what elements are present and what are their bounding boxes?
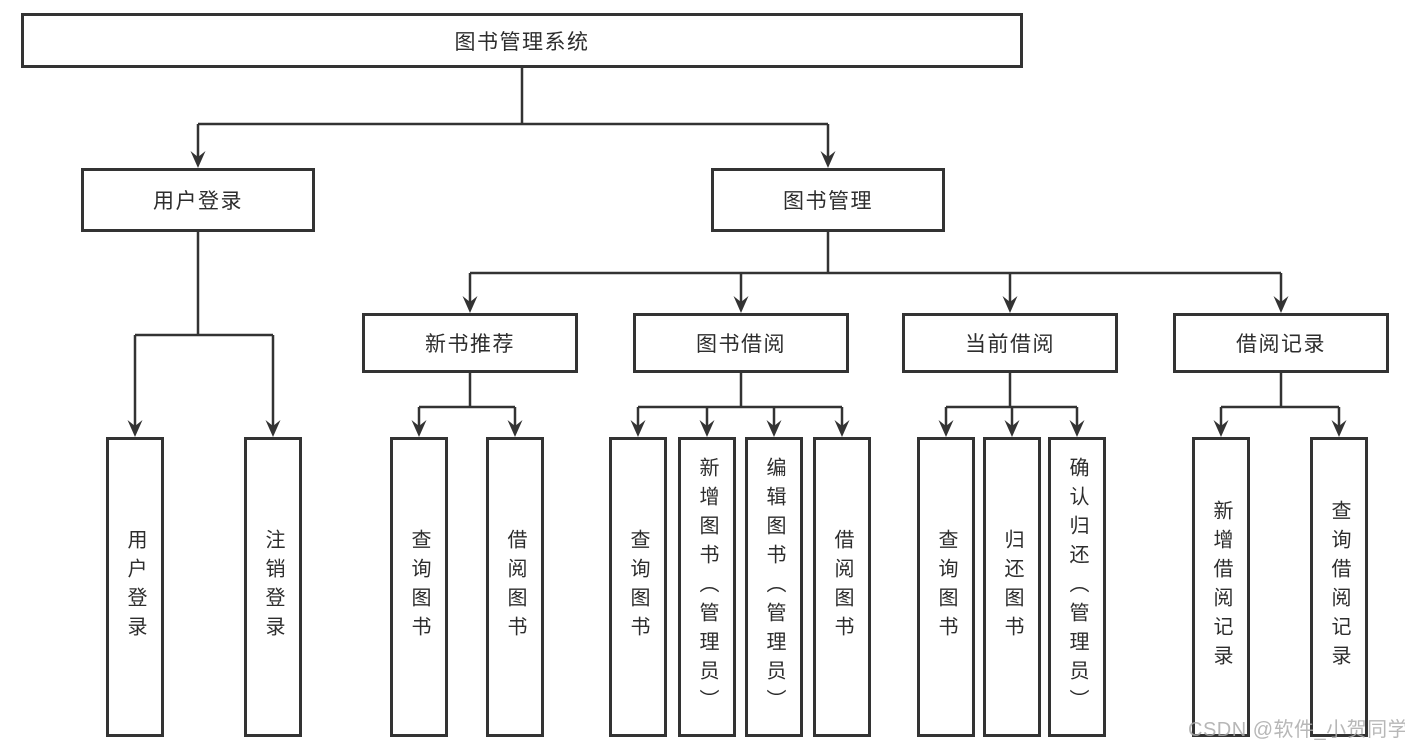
leaf-confirm-return-admin: 确认归还（管理员）	[1048, 437, 1106, 737]
node-label: 用户登录	[153, 190, 243, 213]
node-label: 当前借阅	[965, 333, 1055, 356]
leaf-label: 编辑图书（管理员）	[763, 456, 785, 718]
leaf-query-books-recommend: 查询图书	[390, 437, 448, 737]
leaf-edit-books-admin: 编辑图书（管理员）	[745, 437, 803, 737]
node-root-system: 图书管理系统	[21, 13, 1023, 68]
leaf-label: 借阅图书	[831, 529, 853, 645]
leaf-logout: 注销登录	[244, 437, 302, 737]
leaf-query-books-borrow: 查询图书	[609, 437, 667, 737]
leaf-borrow-books: 借阅图书	[813, 437, 871, 737]
leaf-label: 注销登录	[262, 529, 284, 645]
leaf-query-books-current: 查询图书	[917, 437, 975, 737]
node-label: 图书管理	[783, 190, 873, 213]
leaf-label: 查询图书	[935, 529, 957, 645]
leaf-query-borrow-record: 查询借阅记录	[1310, 437, 1368, 737]
leaf-add-books-admin: 新增图书（管理员）	[678, 437, 736, 737]
leaf-return-books: 归还图书	[983, 437, 1041, 737]
leaf-label: 确认归还（管理员）	[1066, 456, 1088, 718]
node-new-book-recommend: 新书推荐	[362, 313, 578, 373]
watermark: CSDN @软件_小贺同学	[1188, 719, 1405, 741]
leaf-label: 归还图书	[1001, 529, 1023, 645]
node-label: 图书管理系统	[454, 30, 590, 54]
node-current-borrow: 当前借阅	[902, 313, 1118, 373]
leaf-label: 新增借阅记录	[1210, 500, 1232, 674]
leaf-add-borrow-record: 新增借阅记录	[1192, 437, 1250, 737]
leaf-label: 借阅图书	[504, 529, 526, 645]
node-user-login: 用户登录	[81, 168, 315, 232]
node-borrow-records: 借阅记录	[1173, 313, 1389, 373]
node-book-borrow: 图书借阅	[633, 313, 849, 373]
leaf-label: 用户登录	[124, 529, 146, 645]
leaf-label: 新增图书（管理员）	[696, 456, 718, 718]
leaf-label: 查询图书	[627, 529, 649, 645]
node-label: 借阅记录	[1236, 333, 1326, 356]
leaf-borrow-books-recommend: 借阅图书	[486, 437, 544, 737]
leaf-user-login: 用户登录	[106, 437, 164, 737]
node-label: 新书推荐	[425, 333, 515, 356]
node-label: 图书借阅	[696, 333, 786, 356]
leaf-label: 查询图书	[408, 529, 430, 645]
leaf-label: 查询借阅记录	[1328, 500, 1350, 674]
node-book-management: 图书管理	[711, 168, 945, 232]
